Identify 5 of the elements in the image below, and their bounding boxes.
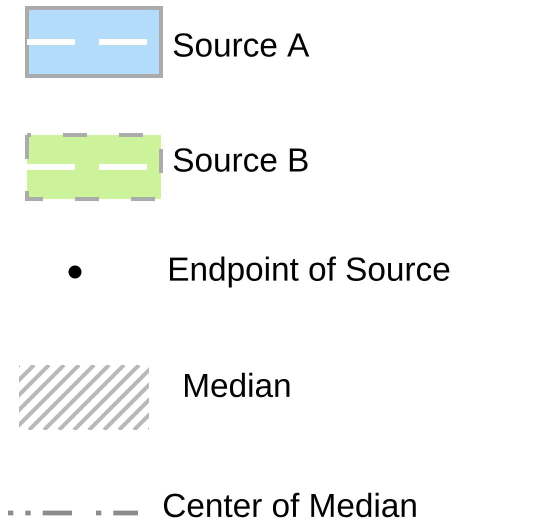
legend-text: Endpoint of Source <box>170 256 450 288</box>
legend-text: Center of Median <box>164 492 416 518</box>
legend-text: Source B <box>174 148 308 172</box>
legend-text: Median <box>185 372 290 398</box>
legend-text: Source A <box>174 33 310 57</box>
